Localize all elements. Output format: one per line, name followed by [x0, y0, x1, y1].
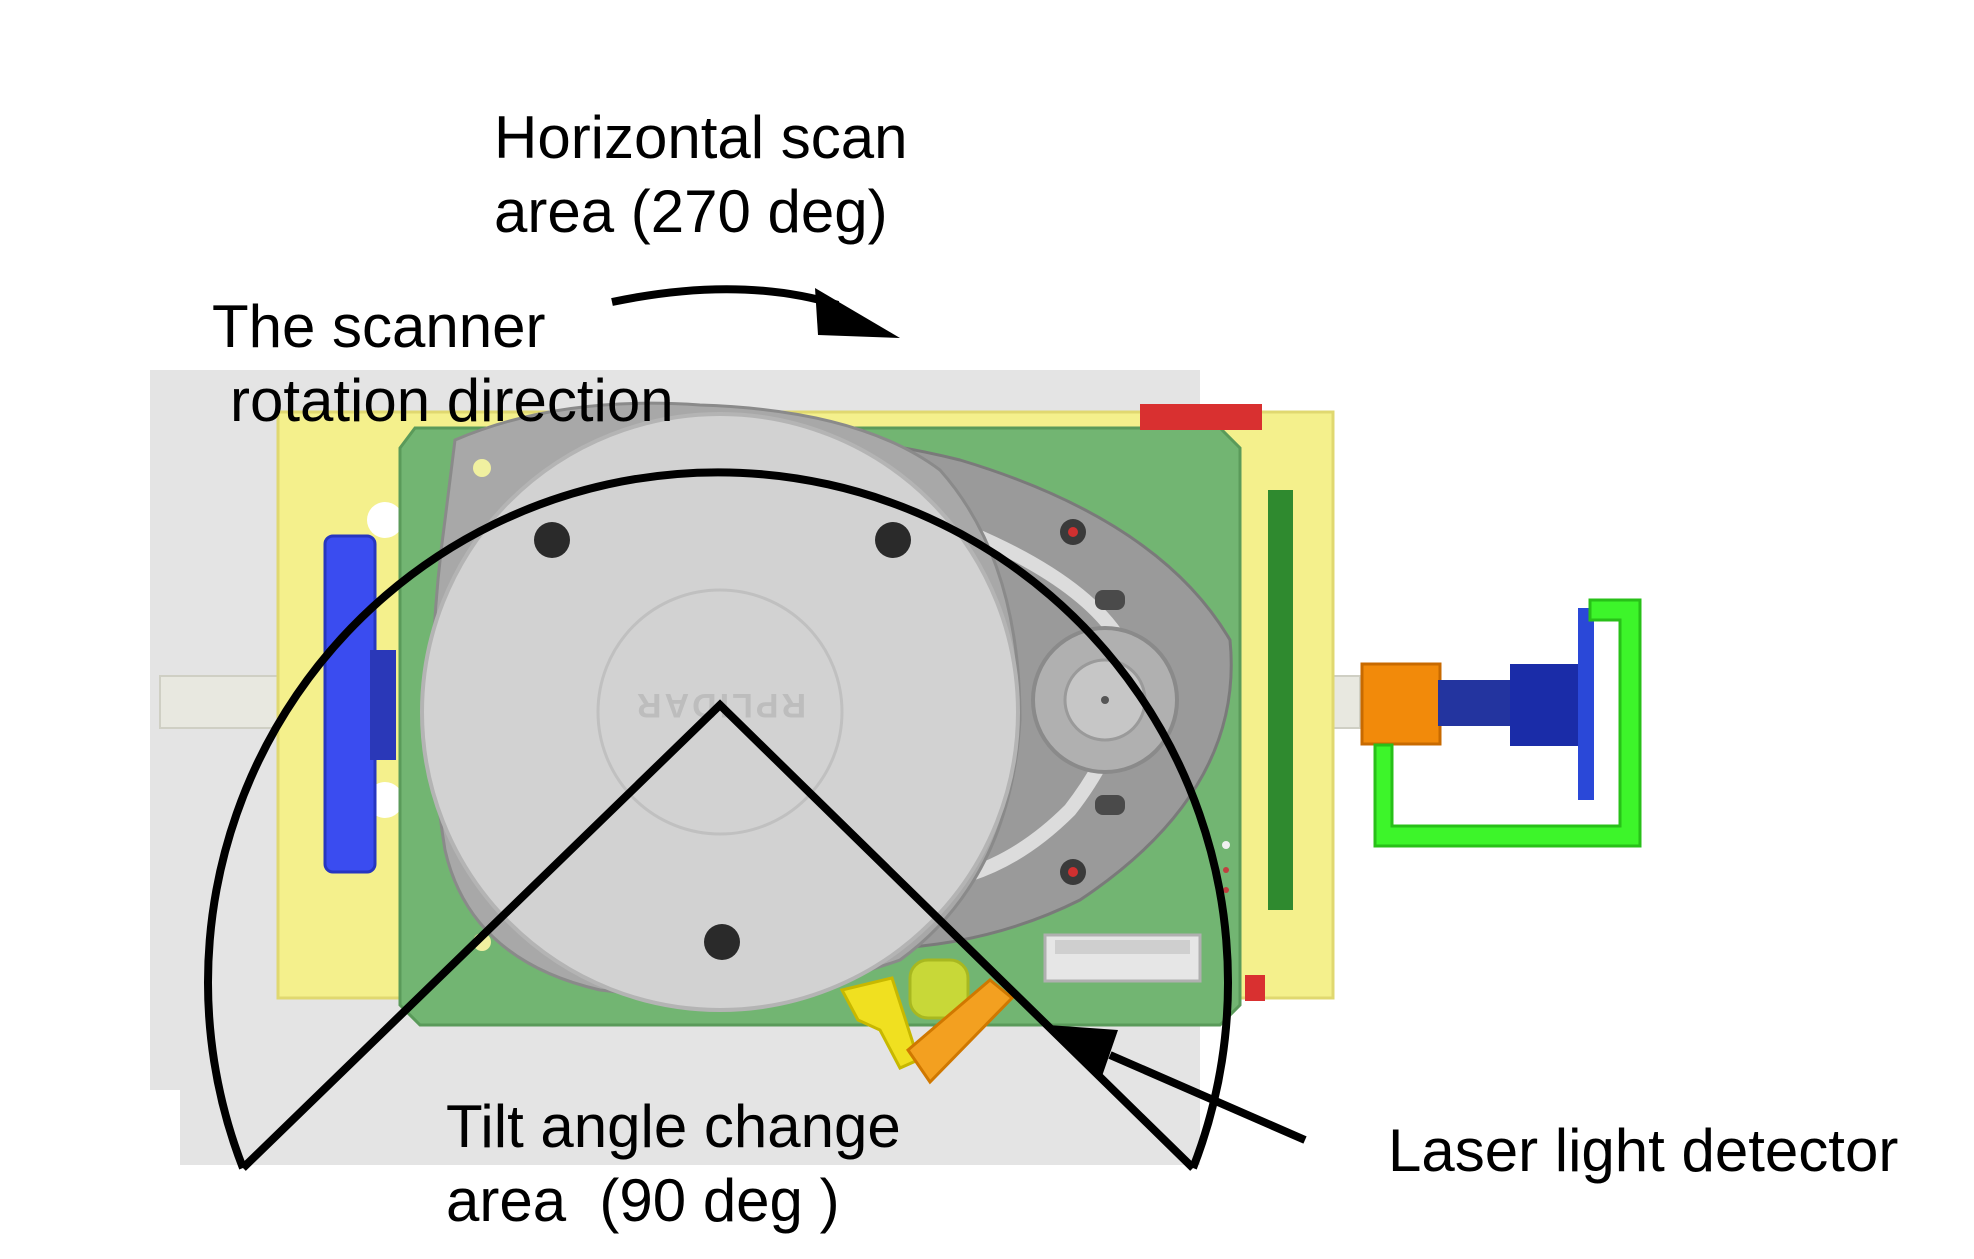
tilt-angle-label: Tilt angle change area (90 deg ) — [446, 1090, 901, 1238]
red-part-top — [1140, 404, 1262, 430]
tilt-angle-lines — [240, 699, 1196, 1171]
red-part-small — [1245, 975, 1265, 1001]
shaft-coupler — [1510, 664, 1580, 746]
background-panel-bottom — [180, 1090, 1200, 1165]
connector-pins — [1055, 940, 1190, 954]
detector-bracket-orange — [905, 978, 1015, 1085]
belt-slot — [1095, 590, 1125, 610]
detector-cylinder — [908, 958, 970, 1020]
detector-bracket-yellow — [839, 976, 920, 1070]
lidar-screw — [534, 522, 570, 558]
screw-red-top-dot — [1068, 527, 1078, 537]
shaft-dark — [1438, 680, 1513, 726]
rotation-direction-label: The scanner rotation direction — [212, 290, 674, 438]
pcb-hole — [473, 459, 491, 477]
tilt-line2: area (90 deg ) — [446, 1167, 840, 1234]
horizontal-scan-label: Horizontal scan area (270 deg) — [494, 101, 908, 249]
motor-mount-tab — [370, 650, 396, 760]
belt-slot — [1095, 795, 1125, 815]
pcb-led — [1223, 867, 1229, 873]
rotation-arrow-line — [611, 285, 840, 309]
lidar-screw — [875, 522, 911, 558]
green-bracket — [1373, 598, 1642, 848]
lidar-top — [420, 412, 1020, 1012]
detector-text: Laser light detector — [1388, 1117, 1899, 1184]
pulley-center — [1101, 696, 1109, 704]
rotation-line1: The scanner — [212, 293, 546, 360]
motor-mount — [323, 534, 377, 874]
side-board — [1268, 490, 1293, 910]
lidar-logo-ring — [596, 588, 844, 836]
horizontal-scan-line2: area (270 deg) — [494, 178, 888, 245]
laser-detector-label: Laser light detector — [1388, 1114, 1898, 1188]
detector-plate — [1578, 608, 1594, 800]
lidar-screw — [704, 924, 740, 960]
detector-pointer-line — [1108, 1051, 1307, 1144]
rotation-line2: rotation direction — [230, 367, 674, 434]
rotation-arrowhead — [815, 288, 900, 338]
orange-coupling — [1360, 662, 1442, 746]
detector-pointer-arrowhead — [1048, 1025, 1118, 1082]
horizontal-scan-line1: Horizontal scan — [494, 104, 908, 171]
scan-area-outline — [204, 468, 1232, 1170]
screw-red-bottom-dot — [1068, 867, 1078, 877]
pcb-led — [1223, 887, 1229, 893]
tilt-line1: Tilt angle change — [446, 1093, 901, 1160]
base-plate-hole — [367, 502, 403, 538]
pcb-led — [1222, 841, 1230, 849]
